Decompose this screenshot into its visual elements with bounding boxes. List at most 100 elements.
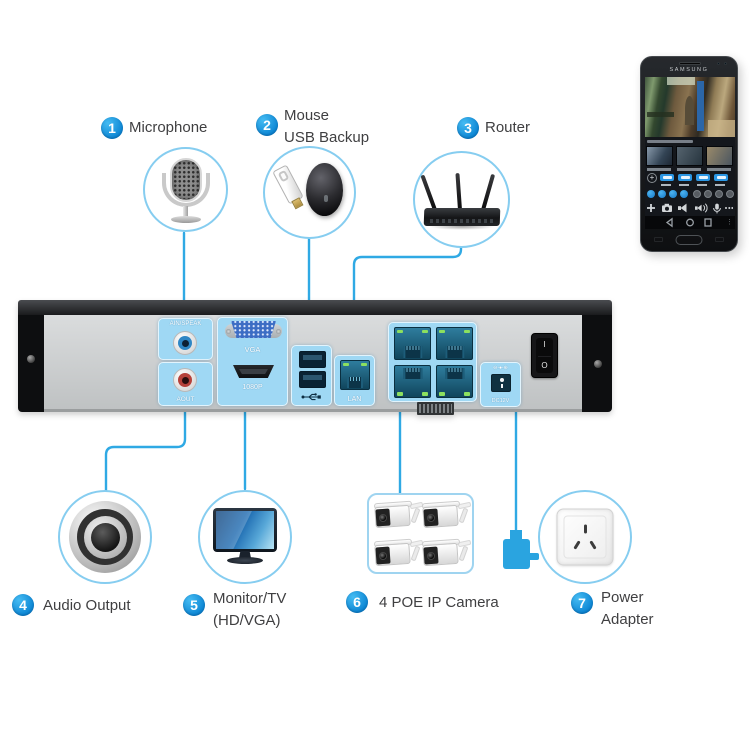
- switch-on-mark: I: [543, 340, 546, 349]
- channel-info-bar: [647, 139, 693, 143]
- ip-camera-icon: [373, 538, 424, 572]
- front-camera-icon: [717, 62, 720, 65]
- led-icon: [361, 362, 367, 366]
- audio-output-circle: [58, 490, 152, 584]
- label-poe-ip-camera: 4 POE IP Camera: [379, 594, 499, 611]
- label-monitor-tv: Monitor/TV: [213, 590, 287, 607]
- label-power: Power: [601, 589, 644, 606]
- mic-icon: [713, 203, 721, 213]
- led-icon: [422, 392, 428, 396]
- badge-6: 6: [346, 591, 368, 613]
- led-icon: [464, 329, 470, 333]
- ip-camera-icon: [421, 500, 472, 534]
- nvr-top-edge: [18, 300, 612, 315]
- audio-out-jack: [173, 368, 197, 392]
- label-audio-output: Audio Output: [43, 597, 131, 614]
- mouse-icon: [306, 163, 343, 216]
- plus-icon: [647, 203, 655, 212]
- antenna-icon: [419, 174, 437, 211]
- camera-thumbnail: [646, 146, 673, 166]
- smartphone: SAMSUNG +: [640, 56, 738, 252]
- switch-off-mark: O: [541, 361, 548, 370]
- channel-dot: [680, 189, 688, 198]
- port-lan: LAN: [334, 355, 375, 406]
- badge-3: 3: [457, 117, 479, 139]
- serial-sticker: [417, 402, 454, 415]
- port-label: VGA: [244, 345, 261, 354]
- usb-port: [299, 351, 326, 368]
- nvr-rear-panel: AIN/SPEAK AOUT VGA 1080P: [18, 300, 612, 415]
- router-icon: [419, 166, 500, 234]
- label-adapter: Adapter: [601, 611, 654, 628]
- led-icon: [422, 329, 428, 333]
- badge-1: 1: [101, 117, 123, 139]
- port-dc-power: ⊖-●-⊕ DC12V: [480, 362, 521, 407]
- port-aout: AOUT: [158, 362, 213, 406]
- view-mode-button: [660, 174, 674, 181]
- android-nav-bar: ⋮: [645, 216, 735, 229]
- speaker-icon: [69, 501, 141, 573]
- horn-icon: [678, 203, 687, 212]
- screw-icon: [594, 360, 602, 368]
- speaker-icon: [695, 202, 708, 213]
- microphone-icon: [161, 158, 211, 224]
- usb-port: [299, 371, 326, 388]
- port-vga-hdmi: VGA 1080P: [217, 317, 288, 406]
- poe-rj45-port: [394, 365, 431, 398]
- wall-socket-icon: [556, 508, 614, 566]
- label-usb-backup: USB Backup: [284, 129, 370, 146]
- phone-screen: +: [645, 77, 735, 229]
- label-mouse: Mouse: [284, 107, 330, 124]
- camera-icon: [662, 203, 672, 212]
- channel-dot: [693, 189, 701, 198]
- phone-brand: SAMSUNG: [669, 67, 709, 73]
- lan-rj45-port: [340, 360, 370, 390]
- monitor-circle: [198, 490, 292, 584]
- phone-earpiece: [679, 62, 701, 65]
- port-usb: [291, 345, 332, 406]
- usb-flash-drive-icon: [272, 164, 304, 210]
- ip-camera-icon: [421, 538, 472, 572]
- channel-dot: [715, 189, 723, 198]
- dc-jack: [491, 374, 511, 392]
- label-microphone: Microphone: [129, 119, 208, 136]
- led-icon: [464, 392, 470, 396]
- channel-dot: [647, 189, 655, 198]
- hdmi-connector: [233, 365, 274, 378]
- mouse-usb-circle: [263, 146, 356, 239]
- badge-5: 5: [183, 594, 205, 616]
- camera-live-view: [645, 77, 735, 137]
- connector-line-audio-output: [104, 402, 187, 493]
- power-adapter-icon: [503, 530, 540, 571]
- poe-rj45-port: [394, 327, 431, 360]
- led-icon: [397, 392, 403, 396]
- nav-recents-icon: [704, 218, 712, 227]
- channel-dot: [726, 189, 734, 198]
- phone-toolbar: [645, 201, 735, 214]
- badge-7: 7: [571, 592, 593, 614]
- usb-icon: [301, 393, 321, 401]
- router-circle: [413, 151, 510, 248]
- camera-thumbnail: [706, 146, 733, 166]
- home-button: [675, 235, 703, 245]
- camera-thumbnail: [676, 146, 703, 166]
- power-switch: I O: [531, 333, 558, 378]
- label-router: Router: [485, 119, 531, 136]
- ip-camera-icon: [373, 500, 424, 534]
- port-label: AIN/SPEAK: [169, 321, 202, 327]
- port-label: DC12V: [491, 398, 510, 404]
- port-label: 1080P: [242, 384, 263, 391]
- nav-more-icon: ⋮: [726, 219, 733, 226]
- port-ain-speak: AIN/SPEAK: [158, 318, 213, 360]
- audio-in-jack: [173, 331, 197, 355]
- nav-home-icon: [686, 218, 694, 227]
- microphone-circle: [143, 147, 228, 232]
- antenna-icon: [454, 172, 462, 211]
- led-icon: [439, 329, 445, 333]
- screw-icon: [27, 355, 35, 363]
- led-icon: [343, 362, 349, 366]
- view-mode-button: [714, 174, 728, 181]
- back-key-icon: [715, 237, 724, 242]
- led-icon: [439, 392, 445, 396]
